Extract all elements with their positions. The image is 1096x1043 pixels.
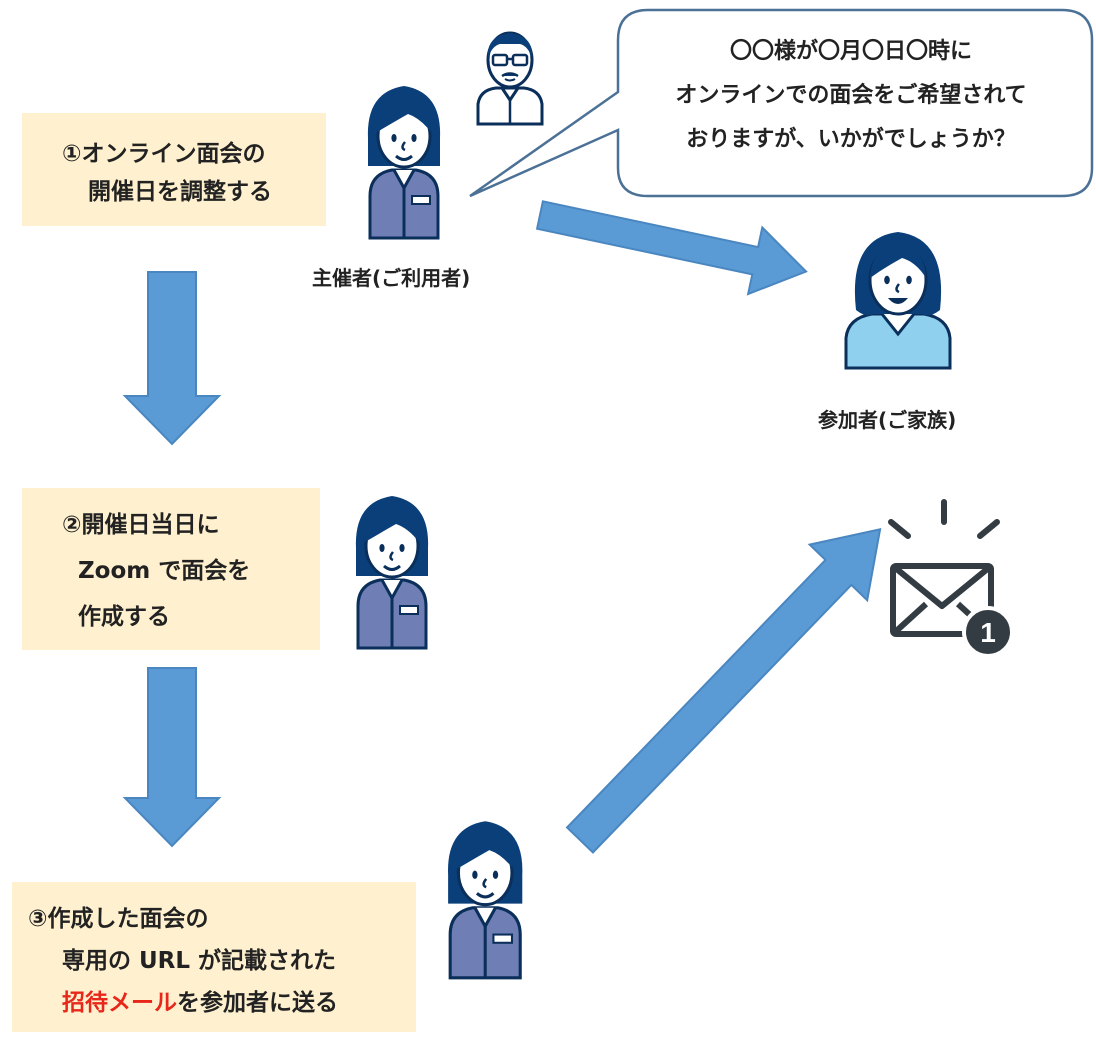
right-arrow	[535, 200, 808, 296]
step-1-line-1: ①オンライン面会の	[62, 141, 266, 167]
step-3-line-3-rest: を参加者に送る	[177, 990, 338, 1016]
step-2-line-3: 作成する	[78, 604, 170, 630]
step-2-line-1: ②開催日当日に	[62, 512, 220, 538]
step-1-line-2: 開催日を調整する	[88, 179, 272, 205]
speech-line-1: 〇〇様が〇月〇日〇時に	[729, 39, 972, 64]
elderly-person-icon	[476, 31, 544, 126]
step-2-line-2: Zoom で面会を	[78, 558, 251, 584]
down-arrow-1	[122, 271, 222, 446]
step-3-line-1: ③作成した面会の	[28, 906, 209, 932]
down-arrow-2	[122, 667, 222, 848]
family-person-icon	[844, 230, 952, 370]
participant-caption: 参加者(ご家族)	[818, 408, 957, 432]
step-3-box: ③作成した面会の 専用の URL が記載された 招待メールを参加者に送る	[12, 882, 416, 1032]
staff-person-icon	[446, 819, 524, 980]
organizer-caption: 主催者(ご利用者)	[312, 266, 471, 290]
diagonal-arrow	[565, 527, 882, 854]
staff-person-icon	[366, 84, 442, 240]
step-2-box: ②開催日当日に Zoom で面会を 作成する	[22, 488, 320, 650]
step-1-box: ①オンライン面会の 開催日を調整する	[22, 113, 326, 226]
speech-bubble	[469, 8, 1094, 198]
speech-line-2: オンラインでの面会をご希望されて	[675, 83, 1027, 108]
step-3-line-2: 専用の URL が記載された	[62, 948, 337, 974]
step-3-line-3: 招待メールを参加者に送る	[28, 982, 416, 1024]
mail-notification-icon: 1	[888, 499, 1014, 658]
mail-badge-count: 1	[980, 617, 996, 648]
invitation-mail-highlight: 招待メール	[62, 990, 177, 1016]
staff-person-icon	[354, 494, 430, 650]
speech-bubble-text: 〇〇様が〇月〇日〇時に オンラインでの面会をご希望されて おりますが、いかがでし…	[612, 30, 1090, 162]
speech-line-3: おりますが、いかがでしょうか？	[686, 127, 1016, 152]
